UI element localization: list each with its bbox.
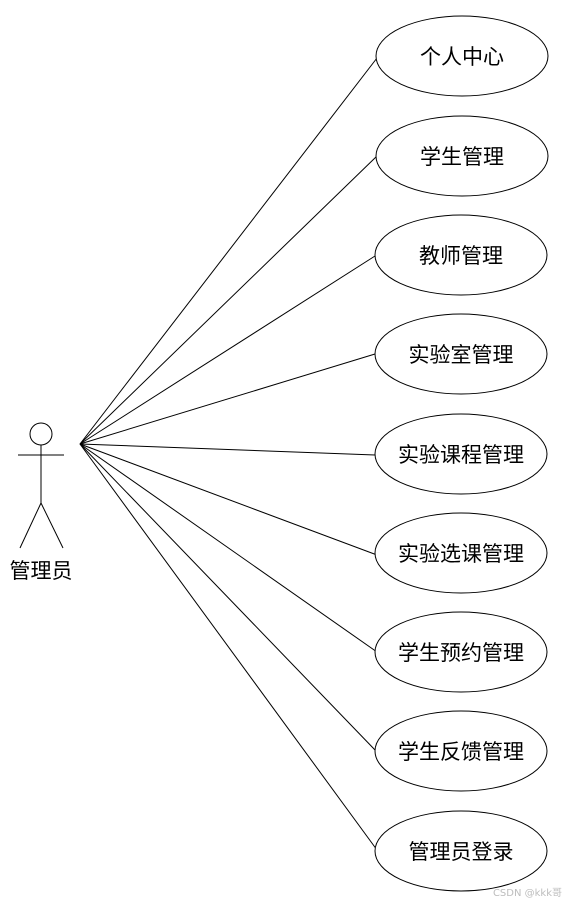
association-line-5 [79,443,376,456]
use-case-label: 学生管理 [420,145,504,169]
use-case-label: 实验课程管理 [398,443,524,467]
use-case-label: 教师管理 [419,244,503,268]
association-line-1 [79,57,378,445]
use-case-2: 学生管理 [375,115,549,197]
actor-label: 管理员 [10,559,73,583]
actor-head [29,422,53,446]
actor-right-leg [40,502,64,549]
association-line-3 [79,255,376,445]
association-lines [79,57,378,851]
use-case-label: 管理员登录 [409,840,514,864]
watermark: CSDN @kkk哥 [492,888,562,899]
use-case-6: 实验选课管理 [374,512,548,594]
association-line-7 [79,443,378,653]
use-case-label: 个人中心 [420,45,504,69]
association-line-4 [79,353,376,445]
association-line-6 [79,443,378,556]
use-case-label: 学生预约管理 [398,641,524,665]
use-case-4: 实验室管理 [374,313,548,395]
use-case-7: 学生预约管理 [374,611,548,693]
use-case-1: 个人中心 [375,15,549,97]
use-case-label: 实验选课管理 [398,542,524,566]
association-line-2 [79,155,378,445]
use-case-5: 实验课程管理 [374,413,548,495]
association-line-9 [79,443,378,851]
use-case-3: 教师管理 [374,214,548,296]
association-line-8 [79,443,377,752]
use-case-9: 管理员登录 [374,810,548,892]
use-case-label: 学生反馈管理 [398,740,524,764]
actor-admin [18,422,64,549]
actor-left-leg [19,502,42,549]
use-case-8: 学生反馈管理 [374,710,548,792]
use-case-label: 实验室管理 [409,343,514,367]
